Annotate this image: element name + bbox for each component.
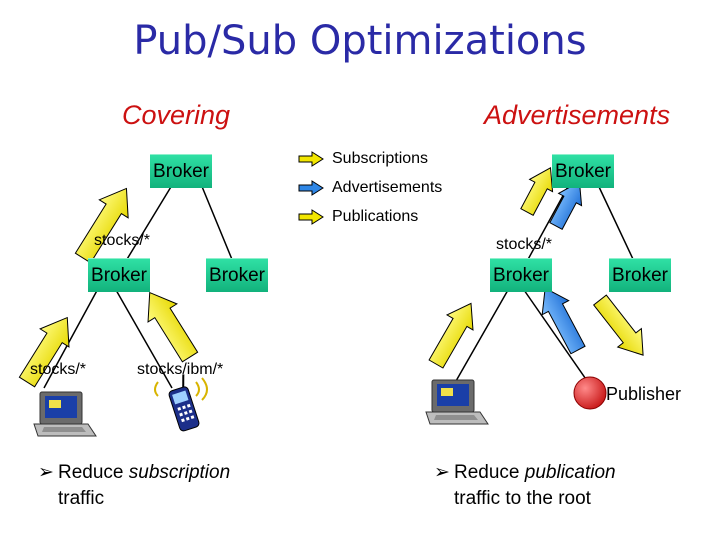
right-bullet-text: Reduce — [454, 462, 525, 483]
right-bullet: ➢ Reduce publication traffic to the root — [434, 460, 704, 516]
line-left-to-leaf — [43, 273, 107, 389]
left-child-broker-left: Broker — [88, 258, 150, 292]
left-tree-lines — [43, 171, 239, 389]
left-leaf-subscription-label: stocks/* — [30, 361, 87, 378]
right-leaf-subscription-label: stocks/ibm/* — [137, 361, 224, 378]
right-child-broker-right: Broker — [609, 258, 671, 292]
publisher-node — [573, 376, 607, 410]
phone-signal-icon — [154, 377, 208, 401]
line-left-to-ibm — [115, 289, 173, 389]
left-heading: Covering — [122, 100, 231, 130]
left-bullet-line2: traffic — [58, 488, 105, 509]
right-advertisement-arrow-lower — [541, 287, 586, 355]
bullet-arrow-icon: ➢ — [434, 462, 450, 483]
line-top-to-left — [117, 171, 181, 275]
line-rleft-to-pc — [451, 289, 509, 389]
right-advertisement-arrow-upper — [549, 181, 583, 230]
left-bullet-italic: subscription — [128, 462, 231, 483]
line-rleft-to-publisher — [523, 289, 591, 386]
left-subscription-arrow-lower-1 — [18, 316, 70, 388]
right-heading: Advertisements — [484, 100, 671, 130]
right-top-broker: Broker — [552, 154, 614, 188]
publisher-label: Publisher — [606, 384, 682, 404]
line-top-to-right — [195, 171, 239, 275]
line-rtop-to-rright — [591, 171, 641, 275]
publication-arrow-icon — [298, 209, 324, 225]
left-child-broker-right: Broker — [206, 258, 268, 292]
right-child-broker-left: Broker — [490, 258, 552, 292]
legend-publications-label: Publications — [332, 208, 419, 225]
left-top-subscription-label: stocks/* — [94, 232, 151, 249]
left-subscription-arrow-upper — [74, 187, 129, 264]
right-publication-arrow — [592, 294, 644, 356]
right-bullet-line2: traffic to the root — [454, 488, 591, 509]
right-subscription-arrow-upper — [520, 167, 554, 216]
left-bullet-text: Reduce — [58, 462, 129, 483]
subscription-arrow-icon — [298, 151, 324, 167]
laptop-icon-left — [33, 391, 97, 437]
laptop-icon-right — [425, 379, 489, 425]
mobile-phone-icon — [168, 374, 200, 432]
left-subscription-arrow-lower-2 — [147, 291, 199, 363]
left-top-broker: Broker — [150, 154, 212, 188]
left-bullet: ➢ Reduce subscription traffic — [38, 460, 298, 516]
advertisement-arrow-icon — [298, 180, 324, 196]
bullet-arrow-icon: ➢ — [38, 462, 54, 483]
right-bullet-italic: publication — [524, 462, 616, 483]
legend-advertisements-label: Advertisements — [332, 179, 443, 196]
legend-subscriptions-label: Subscriptions — [332, 150, 429, 167]
right-subscription-arrow-lower — [428, 302, 474, 369]
slide-title: Pub/Sub Optimizations — [133, 18, 587, 64]
right-top-subscription-label: stocks/* — [496, 236, 553, 253]
